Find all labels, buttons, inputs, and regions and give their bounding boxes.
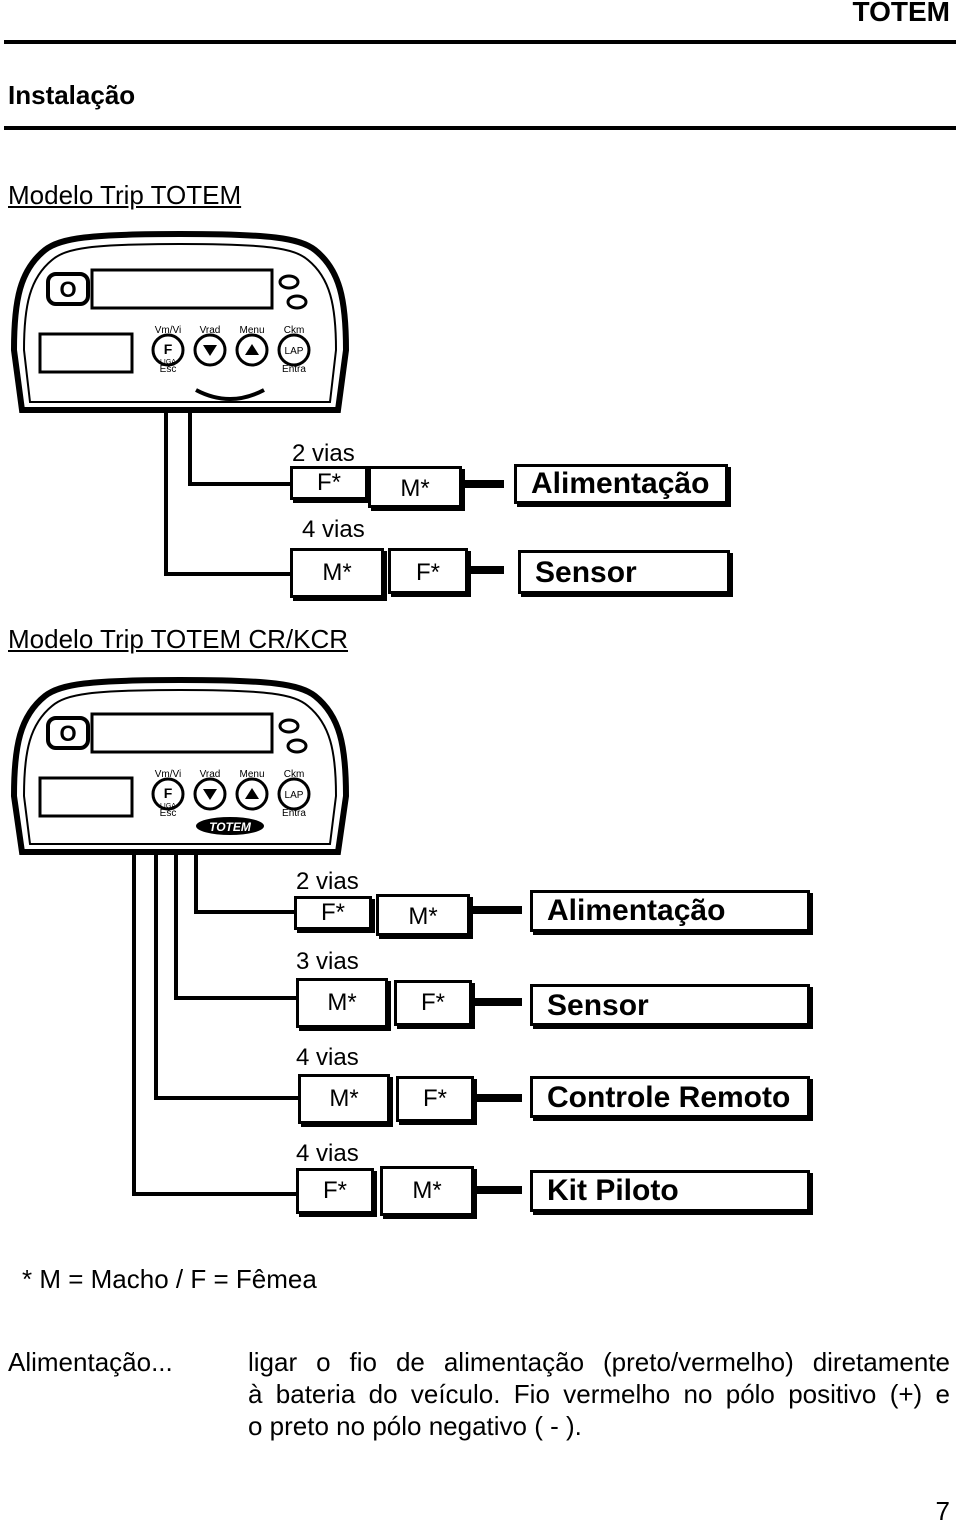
- model2-conn3-dest: Controle Remoto: [530, 1076, 810, 1118]
- model1-conn2-vias: 4 vias: [302, 516, 365, 543]
- up-arrow-icon: [245, 344, 259, 355]
- page-number: 7: [935, 1496, 950, 1526]
- model1-conn1-left: F*: [290, 466, 368, 500]
- model2-cable-remote: [154, 852, 158, 1100]
- model2-cable-power-h: [194, 910, 294, 914]
- description-term: Alimentação...: [8, 1347, 173, 1377]
- model2-conn4-vias: 4 vias: [296, 1140, 359, 1167]
- button-label-esc: Esc: [160, 364, 177, 375]
- svg-text:Ckm: Ckm: [284, 769, 305, 780]
- button-label-vmvi: Vm/Vi: [155, 325, 182, 336]
- model2-cable-kit-piloto-h: [132, 1192, 298, 1196]
- svg-text:LIGA: LIGA: [160, 359, 176, 366]
- up-arrow-icon: [245, 788, 259, 799]
- svg-text:Menu: Menu: [239, 769, 264, 780]
- header-rule: [4, 40, 956, 44]
- model1-power-button: O: [46, 272, 90, 306]
- svg-text:LIGA: LIGA: [160, 803, 176, 810]
- model2-conn1-left: F*: [294, 896, 372, 930]
- button-label-vrad: Vrad: [200, 325, 221, 336]
- model2-conn4-wire: [474, 1186, 522, 1194]
- model2-conn2-dest: Sensor: [530, 984, 810, 1026]
- model1-conn2-dest: Sensor: [518, 550, 730, 594]
- svg-text:Entra: Entra: [282, 808, 306, 819]
- model1-cable-sensor: [164, 412, 168, 576]
- model1-device-illustration: O Vm/Vi Vrad Menu Ckm F LIGA LAP Esc Ent…: [10, 230, 350, 413]
- model2-conn4-left: F*: [296, 1168, 374, 1214]
- model1-conn1-vias: 2 vias: [292, 440, 355, 467]
- model2-cable-sensor-h: [174, 996, 296, 1000]
- model2-title: Modelo Trip TOTEM CR/KCR: [8, 624, 349, 654]
- model1-title: Modelo Trip TOTEM: [8, 180, 242, 210]
- button-label-menu: Menu: [239, 325, 264, 336]
- button-label-ckm: Ckm: [284, 325, 305, 336]
- section-rule: [4, 126, 956, 130]
- svg-text:F: F: [164, 341, 173, 357]
- model1-cable-power: [188, 412, 192, 486]
- model1-display-screen: [90, 268, 274, 310]
- model2-conn1-right: M*: [376, 894, 470, 936]
- model2-conn2-vias: 3 vias: [296, 948, 359, 975]
- model2-conn3-left: M*: [298, 1074, 390, 1124]
- model2-conn3-right: F*: [396, 1076, 474, 1122]
- model1-aux-display: [38, 332, 134, 374]
- model2-led-top: [278, 718, 300, 734]
- model2-conn2-wire: [472, 998, 522, 1006]
- model2-cable-power: [194, 852, 198, 914]
- model2-conn2-left: M*: [296, 978, 388, 1028]
- svg-text:LAP: LAP: [285, 790, 304, 801]
- model1-conn1-wire: [462, 480, 504, 488]
- model2-f-button: [151, 777, 185, 811]
- svg-text:LAP: LAP: [285, 346, 304, 357]
- legend-note: * M = Macho / F = Fêmea: [22, 1264, 317, 1294]
- description-line-1: ligar o fio de alimentação (preto/vermel…: [248, 1347, 950, 1377]
- model2-conn3-wire: [474, 1094, 522, 1102]
- model2-conn2-right: F*: [394, 980, 472, 1026]
- svg-text:F: F: [164, 785, 173, 801]
- description-line-3: o preto no pólo negativo ( - ).: [248, 1411, 582, 1441]
- model2-power-button: O: [46, 716, 90, 750]
- model1-conn2-wire: [468, 566, 504, 574]
- model2-conn1-dest: Alimentação: [530, 890, 810, 932]
- model1-conn1-right: M*: [368, 466, 462, 508]
- model1-conn2-right: F*: [388, 548, 468, 594]
- model1-f-button: [151, 333, 185, 367]
- section-title: Instalação: [8, 80, 136, 110]
- model2-conn1-vias: 2 vias: [296, 868, 359, 895]
- power-label: O: [59, 277, 76, 302]
- svg-text:Vrad: Vrad: [200, 769, 221, 780]
- model2-aux-display: [38, 776, 134, 818]
- down-arrow-icon: [203, 789, 217, 800]
- button-label-entra: Entra: [282, 364, 306, 375]
- model2-conn3-vias: 4 vias: [296, 1044, 359, 1071]
- model1-conn2-left: M*: [290, 548, 384, 598]
- model1-conn1-dest: Alimentação: [514, 464, 728, 504]
- model2-display-screen: [90, 712, 274, 754]
- model1-cable-power-h: [188, 482, 290, 486]
- model1-led-bottom: [286, 294, 308, 310]
- description-line-2: à bateria do veículo. Fio vermelho no pó…: [248, 1379, 950, 1409]
- down-arrow-icon: [203, 345, 217, 356]
- svg-text:Vm/Vi: Vm/Vi: [155, 769, 182, 780]
- totem-logo: TOTEM: [196, 817, 264, 835]
- model1-lap-button: [277, 333, 311, 367]
- model2-conn1-wire: [470, 906, 522, 914]
- model2-led-bottom: [286, 738, 308, 754]
- model2-cable-remote-h: [154, 1096, 298, 1100]
- model2-device-illustration: O Vm/Vi Vrad Menu Ckm F LIGA LAP Esc Ent…: [10, 676, 350, 855]
- svg-text:Esc: Esc: [160, 808, 177, 819]
- model2-conn4-dest: Kit Piloto: [530, 1170, 810, 1212]
- model2-cable-sensor: [174, 852, 178, 1000]
- model1-led-top: [278, 274, 300, 290]
- model2-cable-kit-piloto: [132, 852, 136, 1196]
- svg-text:TOTEM: TOTEM: [209, 820, 252, 834]
- svg-text:O: O: [59, 721, 76, 746]
- model1-cable-sensor-h: [164, 572, 290, 576]
- model2-conn4-right: M*: [380, 1166, 474, 1216]
- header-brand: TOTEM: [852, 0, 950, 27]
- model2-lap-button: [277, 777, 311, 811]
